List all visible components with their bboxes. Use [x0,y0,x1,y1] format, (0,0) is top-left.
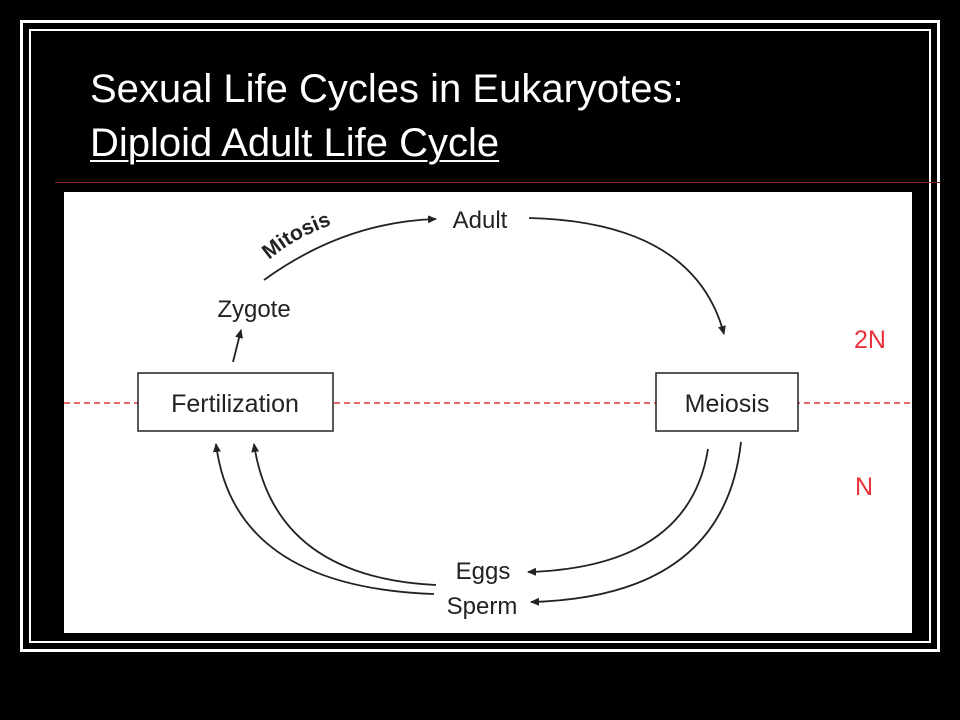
diploid-label: 2N [854,326,886,354]
mitosis-label-path: Mitosis [258,208,334,264]
slide-outer-border [20,20,940,652]
slide-inner-border [29,29,931,643]
haploid-label: N [855,473,873,501]
meiosis-to-eggs-arrow [527,448,709,576]
title-line-2: Diploid Adult Life Cycle [90,121,500,165]
life-cycle-diagram: Fertilization Meiosis Adult Zygote Eggs … [64,207,912,620]
eggs-to-fertilization-arrow [251,443,437,586]
fertilization-label: Fertilization [171,390,299,418]
life-cycle-diagram-panel: Fertilization Meiosis Adult Zygote Eggs … [64,192,912,633]
sperm-to-fertilization-arrow [213,443,435,595]
fertilization-box: Fertilization [137,372,334,432]
eggs-label: Eggs [456,558,511,585]
title-line-1: Sexual Life Cycles in Eukaryotes: [90,67,684,111]
sperm-label: Sperm [447,593,518,620]
meiosis-to-sperm-arrow [530,441,742,606]
meiosis-label: Meiosis [685,390,770,418]
meiosis-box: Meiosis [655,372,799,432]
zygote-label: Zygote [217,296,290,323]
zygote-to-adult-mitosis-arrow [263,215,437,281]
fertilization-to-zygote-arrow [232,329,243,363]
mitosis-label: Mitosis [258,208,334,264]
title-divider [55,182,940,183]
adult-label: Adult [453,207,508,234]
adult-to-meiosis-arrow [528,217,726,335]
slide-title: Sexual Life Cycles in Eukaryotes: Diploi… [90,62,684,170]
